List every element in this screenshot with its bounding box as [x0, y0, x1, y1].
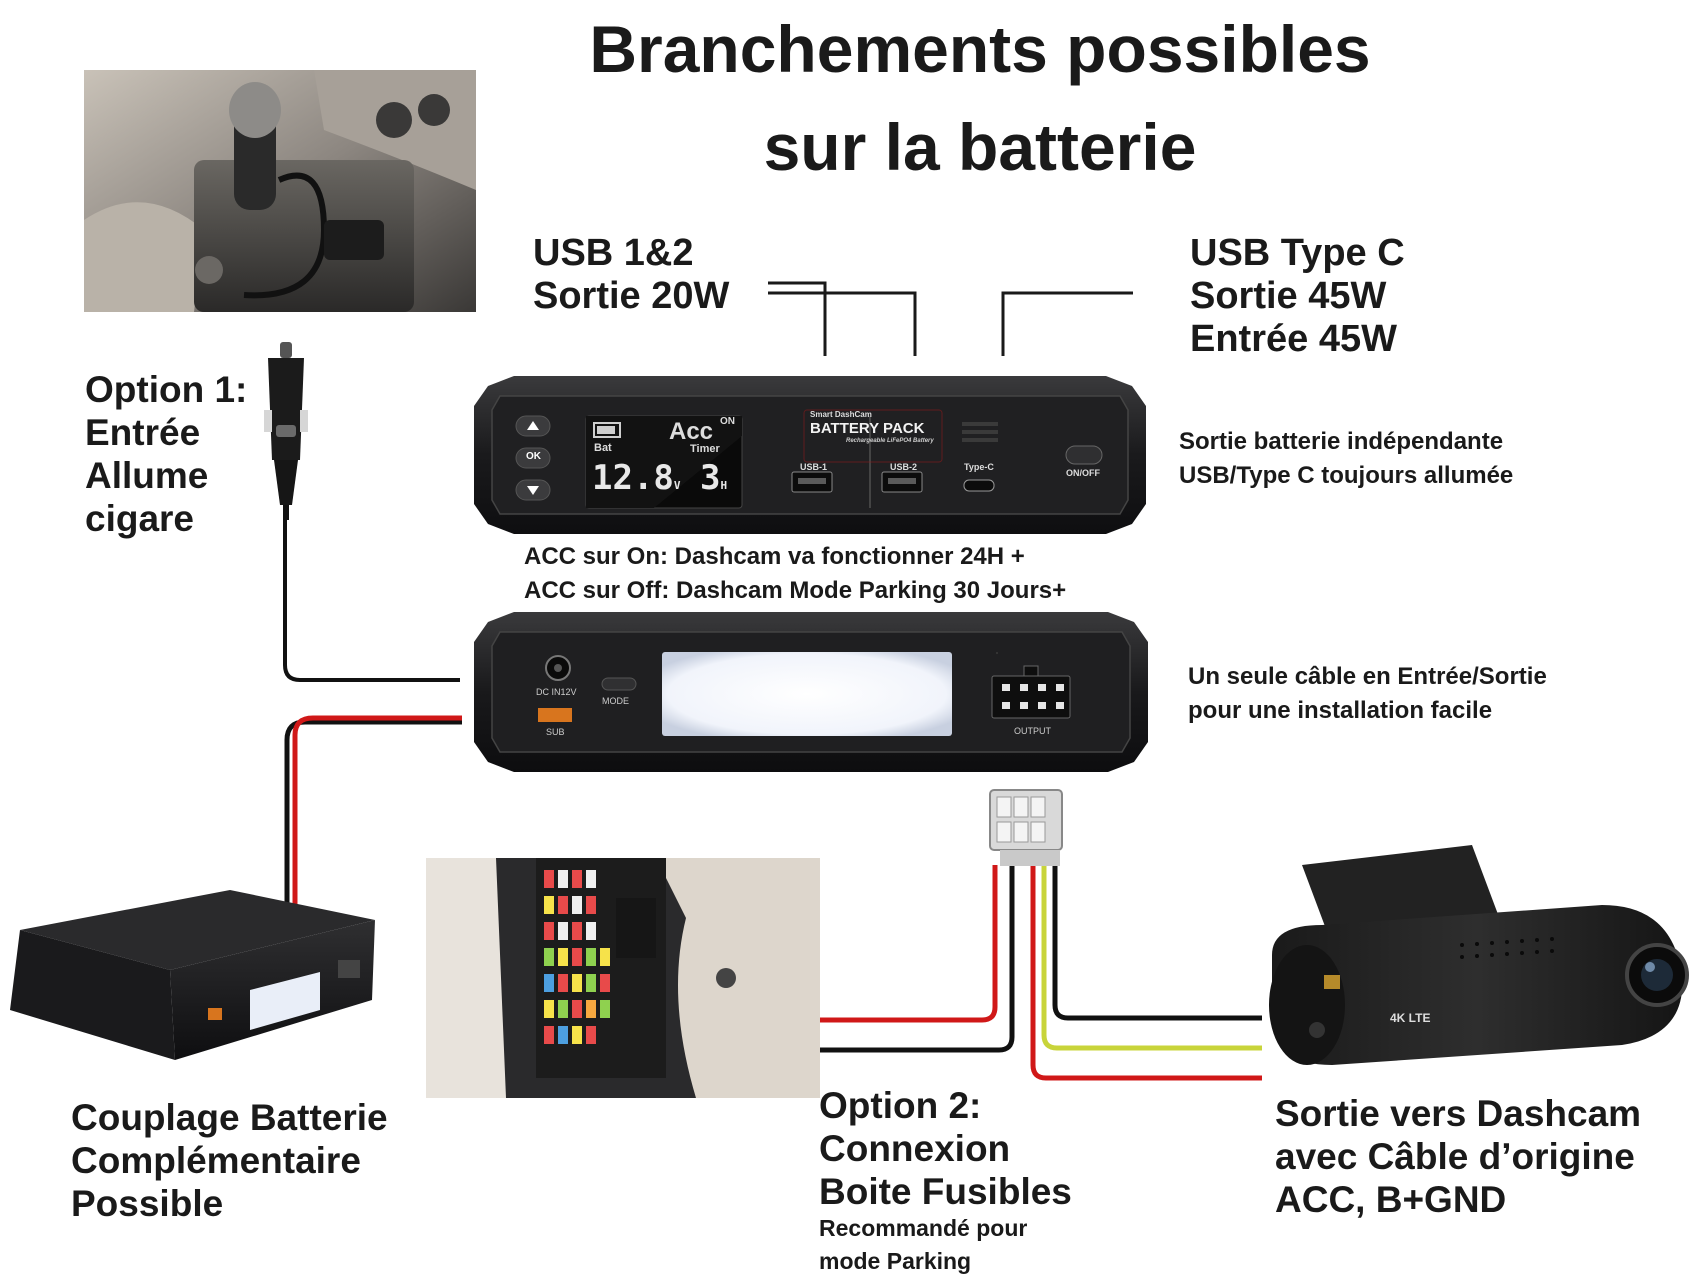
side-note-top-line-2: USB/Type C toujours allumée [1179, 462, 1514, 489]
lcd-bat: Bat [594, 442, 612, 454]
usb12-label: USB 1&2 Sortie 20W [533, 232, 729, 318]
page-title: Branchements possibles sur la batterie [0, 0, 1694, 196]
option1-line-2: Entrée [85, 412, 201, 453]
lcd-acc: Acc [669, 418, 714, 445]
car-interior-photo [84, 70, 476, 312]
leader-typec [1001, 291, 1133, 356]
mode-label: MODE [602, 696, 629, 706]
usb12-line-2: Sortie 20W [533, 275, 730, 317]
option2-sub: Recommandé pour mode Parking [819, 1212, 1027, 1278]
acc-note-line-2: ACC sur Off: Dashcam Mode Parking 30 Jou… [524, 577, 1067, 604]
fuse-wire-red [820, 865, 998, 1023]
side-note-bottom: Un seule câble en Entrée/Sortie pour une… [1188, 660, 1547, 728]
option1-label: Option 1: Entrée Allume cigare [85, 368, 247, 540]
option2-sub-line-1: Recommandé pour [819, 1215, 1028, 1241]
onoff-label: ON/OFF [1066, 468, 1100, 478]
couplage-wire-black [284, 719, 462, 915]
lcd-voltage-group: 12.8V [592, 458, 681, 498]
side-note-top-line-1: Sortie batterie indépendante [1179, 428, 1504, 455]
option1-line-1: Option 1: [85, 369, 248, 410]
option2-label: Option 2: Connexion Boite Fusibles [819, 1084, 1072, 1213]
typec-line-2: Sortie 45W [1190, 275, 1387, 317]
leader-usb1 [768, 281, 827, 356]
brand-sub: Rechargeable LiFePO4 Battery [846, 438, 934, 444]
port-typec-label: Type-C [964, 462, 994, 472]
couplage-line-2: Complémentaire [71, 1140, 361, 1181]
sortie-label: Sortie vers Dashcam avec Câble d’origine… [1275, 1092, 1641, 1221]
acc-note-line-1: ACC sur On: Dashcam va fonctionner 24H + [524, 543, 1025, 570]
brand-label: BATTERY PACK [810, 420, 925, 437]
couplage-wire-red [292, 715, 462, 915]
lcd-hours: 3 [700, 458, 721, 498]
battery-pack-front: OK Acc ON Bat Timer 12.8V 3H Smart DashC… [474, 376, 1146, 534]
port-usb1-label: USB-1 [800, 462, 828, 472]
dcin-label: DC IN12V [536, 687, 577, 697]
lcd-voltage-unit: V [673, 479, 681, 492]
dashcam [1269, 845, 1689, 1065]
couplage-line-1: Couplage Batterie [71, 1097, 388, 1138]
dashcam-wire-yellow [1041, 865, 1262, 1051]
brand-small: Smart DashCam [810, 410, 872, 419]
sortie-line-3: ACC, B+GND [1275, 1179, 1507, 1220]
option2-line-3: Boite Fusibles [819, 1171, 1072, 1212]
cigarette-plug [264, 342, 308, 520]
sub-label: SUB [546, 727, 565, 737]
lcd-timer: Timer [690, 443, 720, 455]
secondary-battery [10, 890, 375, 1060]
leader-usb2 [768, 291, 917, 356]
side-note-top: Sortie batterie indépendante USB/Type C … [1179, 425, 1513, 493]
typec-label: USB Type C Sortie 45W Entrée 45W [1190, 232, 1405, 361]
output-label: OUTPUT [1014, 726, 1051, 736]
port-usb2-label: USB-2 [890, 462, 918, 472]
couplage-label: Couplage Batterie Complémentaire Possibl… [71, 1096, 388, 1225]
btn-ok-label: OK [526, 451, 541, 462]
option2-sub-line-2: mode Parking [819, 1248, 972, 1274]
title-line-1: Branchements possibles [589, 12, 1371, 86]
usb12-line-1: USB 1&2 [533, 232, 694, 274]
typec-line-3: Entrée 45W [1190, 318, 1397, 360]
sortie-line-1: Sortie vers Dashcam [1275, 1093, 1642, 1134]
option1-line-3: Allume [85, 455, 209, 496]
battery-pack-back: DC IN12V MODE SUB OUTPUT [474, 612, 1148, 772]
title-line-2: sur la batterie [763, 110, 1197, 184]
acc-note: ACC sur On: Dashcam va fonctionner 24H +… [524, 540, 1066, 608]
typec-line-1: USB Type C [1190, 232, 1405, 274]
option2-line-2: Connexion [819, 1128, 1011, 1169]
fuse-wire-black [820, 865, 1015, 1053]
cigar-cable [283, 515, 460, 682]
lcd-hours-group: 3H [700, 458, 727, 498]
couplage-line-3: Possible [71, 1183, 224, 1224]
dashcam-wire-black [1052, 865, 1262, 1021]
dashcam-label: 4K LTE [1390, 1011, 1431, 1025]
lcd-on: ON [720, 416, 735, 427]
lcd-voltage: 12.8 [592, 458, 674, 498]
option1-line-4: cigare [85, 498, 195, 539]
output-connector-plug [989, 789, 1063, 866]
side-note-bottom-line-1: Un seule câble en Entrée/Sortie [1188, 663, 1547, 690]
dashcam-wire-red [1030, 865, 1262, 1081]
side-note-bottom-line-2: pour une installation facile [1188, 697, 1493, 724]
sortie-line-2: avec Câble d’origine [1275, 1136, 1635, 1177]
lcd-hours-unit: H [720, 479, 728, 492]
fuse-box-photo [426, 858, 820, 1098]
option2-line-1: Option 2: [819, 1085, 982, 1126]
